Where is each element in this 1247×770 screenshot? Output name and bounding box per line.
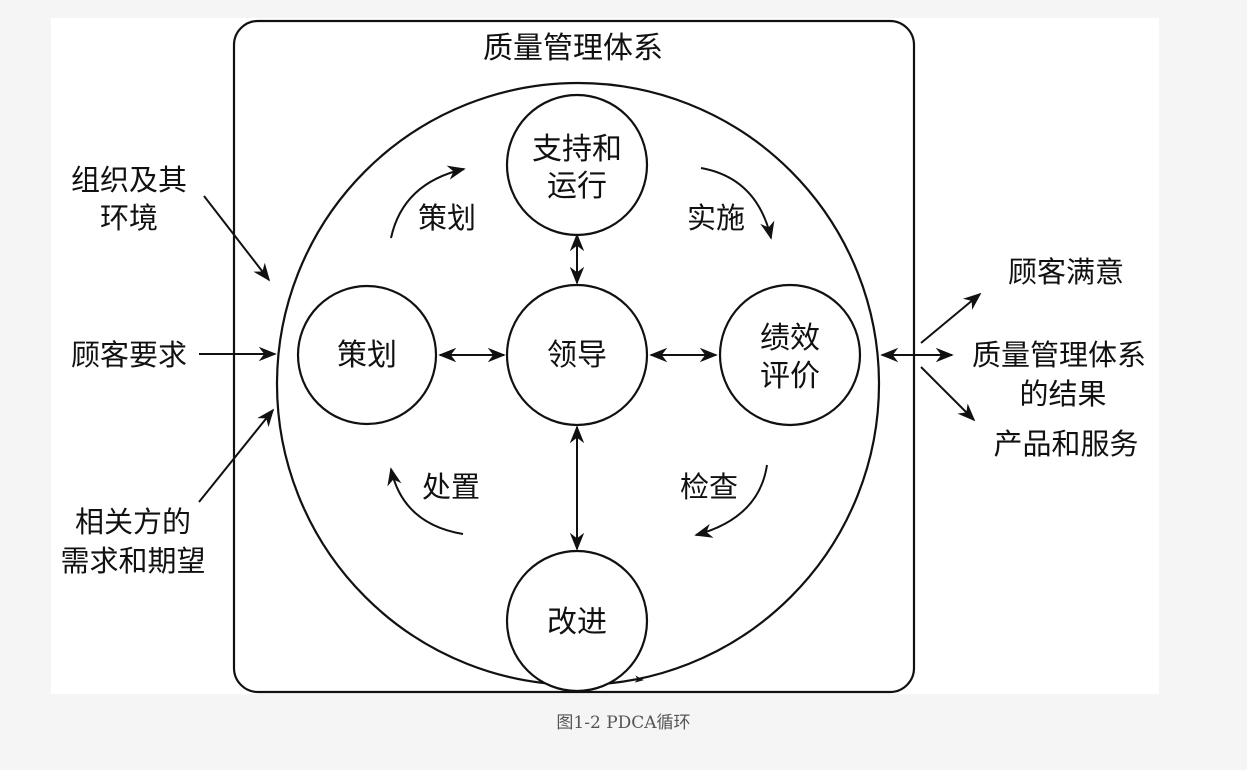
input-context-line2: 环境	[100, 201, 158, 235]
arrow-context	[203, 195, 271, 282]
output-satisfaction: 顾客满意	[1008, 255, 1124, 289]
node-support-operation-line1: 支持和	[532, 132, 622, 167]
output-results-line1: 质量管理体系	[972, 338, 1146, 372]
output-results-line2: 的结果	[1019, 377, 1106, 411]
system-title: 质量管理体系	[483, 31, 663, 66]
node-improvement: 改进	[505, 549, 649, 693]
figure-caption: 图1-2 PDCA循环	[556, 713, 691, 733]
cycle-label-act: 处置	[422, 470, 480, 504]
input-customer-requirements: 顾客要求	[71, 338, 187, 372]
cycle-label-plan: 策划	[418, 201, 476, 235]
arrow-satisfaction	[920, 292, 982, 344]
pdca-diagram: 质量管理体系 支持和 运行 策划 领导 绩效 评价	[60, 19, 1146, 694]
output-products: 产品和服务	[993, 427, 1138, 461]
curved-arrow-check	[694, 464, 768, 538]
node-leadership: 领导	[505, 283, 649, 427]
node-performance-evaluation-line2: 评价	[760, 359, 820, 394]
curved-arrow-do	[700, 167, 775, 240]
figure-canvas: 质量管理体系 支持和 运行 策划 领导 绩效 评价	[51, 18, 1159, 694]
node-leadership-label: 领导	[547, 338, 607, 373]
curved-arrow-act	[387, 467, 464, 535]
cycle-label-check: 检查	[680, 470, 738, 504]
node-support-operation-line2: 运行	[547, 169, 607, 204]
arrow-products	[920, 366, 976, 422]
input-context-line1: 组织及其	[71, 163, 187, 197]
curved-arrow-plan	[390, 165, 466, 239]
node-support-operation: 支持和 运行	[505, 93, 649, 237]
input-interested-parties-line2: 需求和期望	[60, 544, 205, 578]
node-planning: 策划	[296, 284, 438, 426]
arrow-interested-parties	[198, 408, 275, 503]
cycle-label-do: 实施	[687, 201, 745, 235]
node-performance-evaluation: 绩效 评价	[718, 283, 862, 427]
node-improvement-label: 改进	[547, 605, 607, 640]
node-planning-label: 策划	[337, 338, 397, 373]
node-performance-evaluation-line1: 绩效	[760, 321, 820, 356]
input-interested-parties-line1: 相关方的	[75, 505, 191, 539]
